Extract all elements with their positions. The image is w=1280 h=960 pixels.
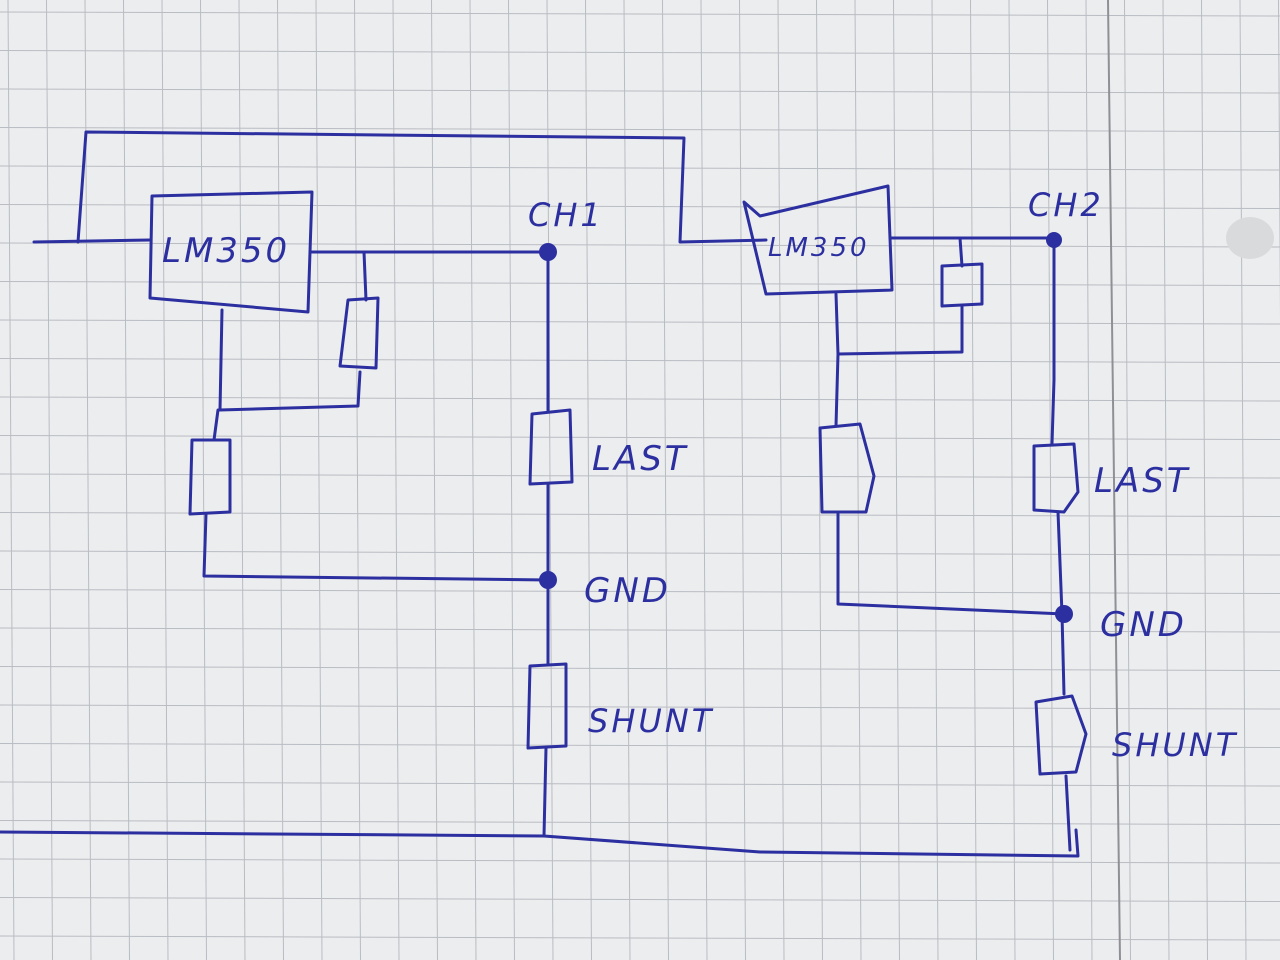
grid-line-vertical (931, 0, 939, 960)
grid-line-horizontal (0, 627, 1280, 633)
regulator-2-label: LM350 (768, 233, 870, 263)
feed-wire-top (76, 130, 768, 244)
grid-line-horizontal (0, 319, 1280, 325)
resistor-1b-lead-bottom (202, 512, 550, 582)
grid-line-horizontal (0, 88, 1280, 94)
grid-line-horizontal (0, 396, 1280, 402)
gnd1-junction-dot (539, 571, 557, 589)
gnd-1-label: GND (584, 571, 671, 611)
grid-line-vertical (1008, 0, 1016, 960)
resistor-2b-lead-bottom (836, 512, 1066, 616)
grid-line-horizontal (0, 897, 1280, 902)
grid-line-horizontal (0, 11, 1280, 17)
shunt-2-label: SHUNT (1112, 726, 1238, 764)
grid-line-horizontal (0, 743, 1280, 748)
grid-line-vertical (354, 0, 361, 960)
grid-line-vertical (700, 0, 708, 960)
resistor-1b (188, 438, 232, 516)
grid-line-horizontal (0, 127, 1280, 132)
grid-line-vertical (739, 0, 746, 960)
grid-line-horizontal (0, 50, 1280, 55)
grid-line-vertical (200, 0, 207, 960)
shunt-2-resistor (1034, 694, 1088, 776)
grid-line-vertical (662, 0, 669, 960)
grid-line-horizontal (0, 204, 1280, 209)
resistor-2b (818, 422, 876, 514)
grid-line-horizontal (0, 165, 1280, 171)
load-2-label: LAST (1094, 461, 1191, 501)
resistor-1a (338, 296, 380, 370)
grid-line-vertical (854, 0, 862, 960)
load-2-resistor (1032, 442, 1080, 514)
ch1-terminal-dot (539, 243, 557, 261)
load-1-resistor (528, 408, 574, 486)
bottom-return-wire (0, 828, 1080, 858)
grid-line-vertical (469, 0, 477, 960)
channel-2-rail-upper (1050, 236, 1056, 446)
grid-line-vertical (585, 0, 592, 960)
load-1-label: LAST (592, 439, 689, 479)
regulator-1-box (148, 190, 314, 314)
grid-line-vertical (431, 0, 438, 960)
shunt-1-label: SHUNT (588, 702, 714, 740)
regulator-1-adj-wire (218, 308, 362, 412)
ch1-label: CH1 (528, 196, 604, 234)
grid-line-vertical (392, 0, 400, 960)
grid-line-horizontal (0, 858, 1280, 864)
grid-line-vertical (7, 0, 15, 960)
grid-line-horizontal (0, 666, 1280, 671)
gnd-2-label: GND (1100, 605, 1187, 645)
grid-line-vertical (277, 0, 284, 960)
grid-line-vertical (777, 0, 785, 960)
grid-line-vertical (546, 0, 554, 960)
grid-line-vertical (508, 0, 515, 960)
resistor-1a-lead (362, 250, 368, 302)
grid-line-vertical (623, 0, 631, 960)
ch2-terminal-dot (1046, 232, 1062, 248)
grid-line-vertical (970, 0, 977, 960)
grid-line-horizontal (0, 473, 1280, 479)
shunt-1-resistor (526, 662, 568, 750)
resistor-1b-lead-top (212, 408, 220, 442)
grid-line-horizontal (0, 358, 1280, 363)
ch2-label: CH2 (1028, 186, 1104, 224)
grid-line-vertical (1124, 0, 1131, 960)
resistor-2b-lead-top (834, 352, 840, 428)
gnd2-junction-dot (1055, 605, 1073, 623)
regulator-2-adj-wire (834, 292, 964, 356)
grid-line-vertical (1085, 0, 1093, 960)
grid-line-horizontal (0, 935, 1280, 941)
grid-line-vertical (315, 0, 323, 960)
grid-line-horizontal (0, 242, 1280, 248)
grid-line-vertical (84, 0, 92, 960)
grid-line-vertical (161, 0, 169, 960)
channel-2-rail-lower (1064, 774, 1072, 852)
resistor-2a (940, 262, 984, 308)
grid-line-horizontal (0, 820, 1280, 825)
grid-line-vertical (893, 0, 900, 960)
grid-line-vertical (1239, 0, 1247, 960)
grid-line-vertical (816, 0, 823, 960)
grid-line-horizontal (0, 704, 1280, 710)
grid-line-vertical (1047, 0, 1054, 960)
channel-1-rail-lower (542, 746, 548, 838)
grid-line-vertical (238, 0, 246, 960)
grid-line-horizontal (0, 589, 1280, 594)
grid-line-vertical (1201, 0, 1208, 960)
grid-line-horizontal (0, 281, 1280, 286)
grid-line-vertical (123, 0, 130, 960)
input-wire (32, 238, 152, 244)
punch-hole (1226, 217, 1274, 259)
resistor-2a-lead (958, 236, 964, 268)
regulator-1-label: LM350 (162, 231, 290, 271)
grid-line-vertical (1162, 0, 1170, 960)
grid-line-vertical (46, 0, 53, 960)
grid-line-horizontal (0, 550, 1280, 556)
page-margin-line (1107, 0, 1121, 960)
